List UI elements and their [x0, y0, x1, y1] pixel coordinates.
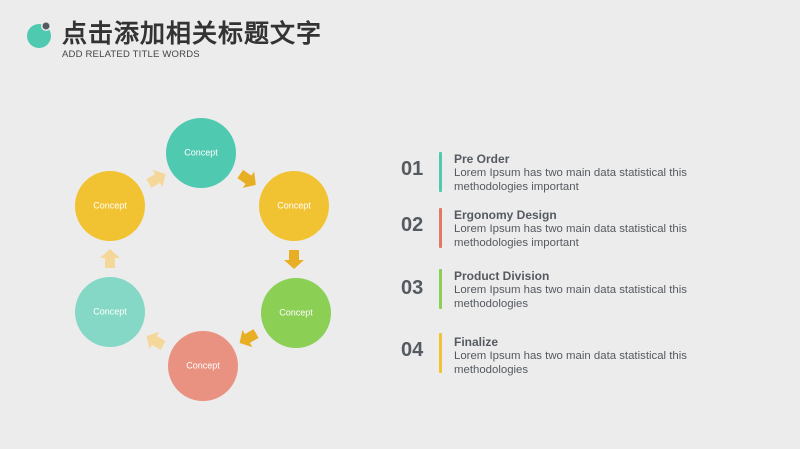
arrow-icon	[284, 250, 304, 269]
cycle-arrows	[100, 169, 304, 350]
item-description: Lorem Ipsum has two main data statistica…	[454, 284, 687, 310]
item-number: 02	[401, 214, 424, 236]
cycle-node: Concept	[168, 331, 238, 401]
arrow-icon	[100, 249, 120, 268]
node-circle	[75, 171, 145, 241]
list-item: 03 Product Division Lorem Ipsum has two …	[398, 265, 728, 310]
item-title: Pre Order	[454, 152, 510, 166]
list-item: 01 Pre Order Lorem Ipsum has two main da…	[398, 148, 728, 193]
item-title: Finalize	[454, 335, 499, 349]
item-accent-bar	[439, 208, 442, 248]
node-label: Concept	[184, 147, 218, 157]
item-title: Ergonomy Design	[454, 208, 557, 222]
item-number: 03	[401, 277, 424, 299]
arrow-icon	[146, 169, 166, 188]
node-circle	[259, 171, 329, 241]
node-label: Concept	[93, 306, 127, 316]
node-circle	[261, 278, 331, 348]
item-description: Lorem Ipsum has two main data statistica…	[454, 223, 687, 249]
node-label: Concept	[277, 200, 311, 210]
cycle-node: Concept	[75, 171, 145, 241]
logo-icon	[27, 21, 51, 48]
item-number: 01	[401, 158, 424, 180]
page-subtitle: ADD RELATED TITLE WORDS	[62, 49, 200, 60]
node-label: Concept	[93, 200, 127, 210]
item-title: Product Division	[454, 269, 550, 283]
item-accent-bar	[439, 269, 442, 309]
cycle-node: Concept	[75, 277, 145, 347]
node-label: Concept	[186, 360, 220, 370]
arrow-icon	[146, 331, 166, 350]
arrow-icon	[237, 169, 256, 188]
node-circle	[166, 118, 236, 188]
node-label: Concept	[279, 307, 313, 317]
item-accent-bar	[439, 152, 442, 192]
cycle-node: Concept	[259, 171, 329, 241]
cycle-node: Concept	[166, 118, 236, 188]
cycle-node: Concept	[261, 278, 331, 348]
node-circle	[75, 277, 145, 347]
item-number: 04	[401, 339, 424, 361]
list-item: 02 Ergonomy Design Lorem Ipsum has two m…	[398, 204, 728, 249]
item-accent-bar	[439, 333, 442, 373]
list-item: 04 Finalize Lorem Ipsum has two main dat…	[398, 331, 728, 376]
item-description: Lorem Ipsum has two main data statistica…	[454, 350, 687, 376]
arrow-icon	[239, 329, 259, 348]
page-title: 点击添加相关标题文字	[62, 19, 323, 48]
item-description: Lorem Ipsum has two main data statistica…	[454, 167, 687, 193]
node-circle	[168, 331, 238, 401]
